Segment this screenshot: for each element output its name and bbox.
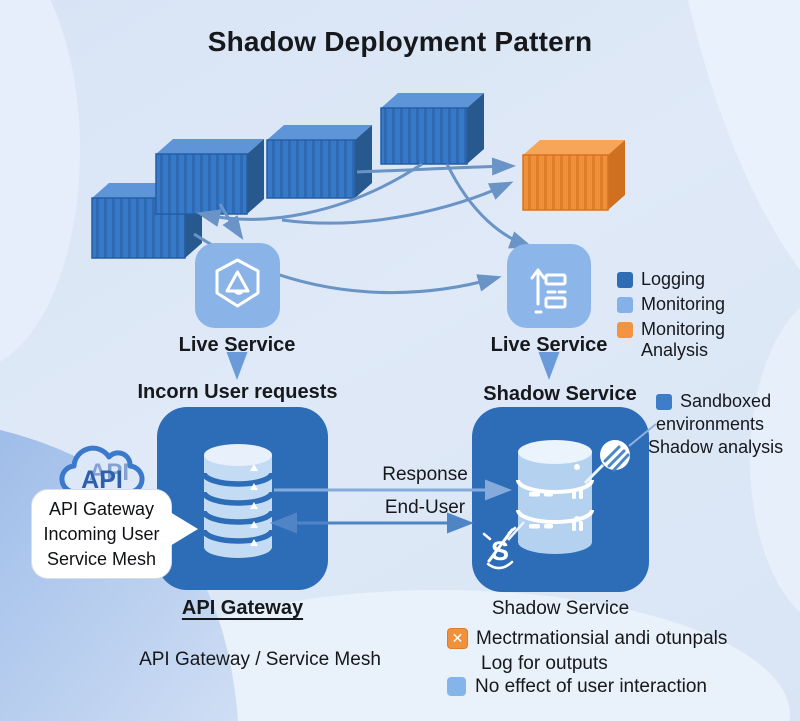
legend-label: No effect of user interaction — [475, 676, 707, 697]
database-stack-icon — [201, 444, 275, 558]
bubble-line-1: API Gateway — [48, 498, 155, 519]
api-gateway-speech-bubble: API Gateway Incoming User Service Mesh — [31, 489, 172, 579]
legend-line-environments: environments — [656, 414, 765, 434]
api-gateway-caption: API Gateway — [181, 597, 304, 619]
legend-label: Monitoring — [641, 294, 726, 314]
legend-item-monitoring-analysis: Monitoring Analysis — [617, 319, 747, 361]
shadow-database-icon — [516, 440, 594, 554]
legend-sandbox: Sandboxed environments Shadow analysis — [646, 390, 798, 459]
legend-label: Sandboxed — [680, 391, 772, 411]
legend-item-outputs: ✕ Mectrmationsial andi otunpals — [447, 627, 787, 650]
api-cloud-icon: API API — [52, 430, 152, 513]
api-gateway-box — [157, 407, 328, 590]
live-service-right-label: Live Service — [490, 334, 608, 356]
legend-bottom: ✕ Mectrmationsial andi otunpals Log for … — [447, 627, 787, 700]
bubble-line-2: Incoming User — [43, 523, 160, 544]
legend-line-shadow-analysis: Shadow analysis — [648, 437, 784, 457]
monitoring-analysis-swatch-icon — [617, 322, 633, 338]
shield-icon — [215, 258, 260, 308]
live-service-left-label: Live Service — [178, 334, 296, 356]
shadow-service-caption: Shadow Service — [491, 598, 630, 619]
shadow-service-tile — [507, 244, 591, 328]
pipeline-icon — [530, 268, 567, 314]
legend-item-no-effect: No effect of user interaction — [447, 675, 787, 698]
orange-x-icon: ✕ — [447, 628, 468, 649]
end-user-label: End-User — [384, 497, 466, 518]
legend-top: Logging Monitoring Monitoring Analysis — [617, 269, 747, 365]
legend-item-sandboxed: Sandboxed — [646, 390, 798, 413]
monitoring-swatch-icon — [617, 297, 633, 313]
response-label: Response — [382, 464, 468, 485]
bubble-line-3: Service Mesh — [46, 548, 157, 569]
sandboxed-swatch-icon — [656, 393, 672, 410]
legend-line-log-outputs: Log for outputs — [481, 653, 608, 674]
bottom-caption: API Gateway / Service Mesh — [139, 649, 381, 670]
legend-item-logging: Logging — [617, 269, 747, 290]
legend-label: Logging — [641, 269, 706, 289]
incoming-requests-label: Incorn User requests — [137, 381, 338, 403]
live-service-tile — [195, 243, 280, 328]
shadow-service-top-label: Shadow Service — [483, 383, 637, 405]
blue-swatch-icon — [447, 677, 466, 696]
legend-label: Mectrmationsial andi otunpals — [476, 628, 728, 649]
legend-item-monitoring: Monitoring — [617, 294, 747, 315]
legend-label: Monitoring Analysis — [641, 319, 726, 360]
logging-swatch-icon — [617, 272, 633, 288]
cloud-api-echo-text: API — [89, 459, 129, 486]
page-title: Shadow Deployment Pattern — [207, 26, 593, 57]
